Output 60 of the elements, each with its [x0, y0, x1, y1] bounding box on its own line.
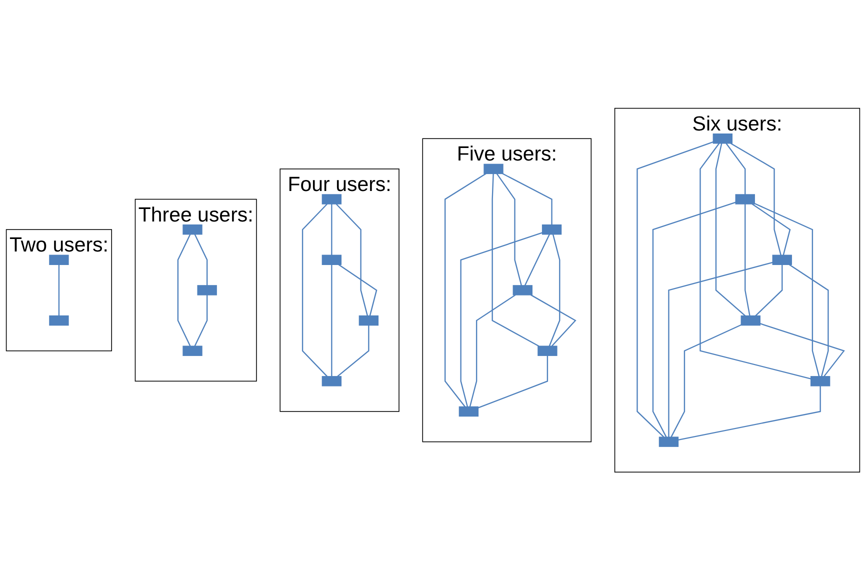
connector — [336, 204, 368, 316]
connector — [670, 324, 742, 438]
connector — [730, 143, 782, 256]
connector — [678, 386, 821, 441]
connector — [502, 173, 552, 226]
node-box — [322, 194, 342, 205]
connector — [469, 294, 516, 408]
node-box — [322, 376, 342, 387]
node-box — [458, 406, 479, 417]
connector — [338, 264, 378, 316]
node-box — [512, 285, 532, 296]
connector — [460, 232, 543, 408]
cluster: Five users: — [422, 138, 592, 442]
cluster: Six users: — [614, 108, 860, 473]
connector — [496, 174, 522, 286]
connector — [700, 143, 812, 380]
node-box — [542, 224, 562, 235]
cluster: Two users: — [6, 229, 112, 352]
node-box — [772, 255, 792, 266]
node-box — [538, 346, 558, 356]
connector — [726, 143, 746, 195]
node-box — [484, 164, 504, 174]
node-box — [740, 316, 760, 326]
node-box — [712, 134, 733, 144]
node-box — [658, 436, 679, 448]
connector — [58, 264, 60, 316]
connector — [444, 173, 486, 408]
node-box — [182, 224, 202, 235]
connector — [302, 204, 328, 378]
connector — [331, 204, 332, 256]
cluster: Four users: — [280, 168, 400, 412]
connector — [194, 234, 208, 286]
connector — [715, 144, 746, 317]
node-box — [322, 255, 342, 266]
connector — [754, 203, 820, 377]
node-box — [197, 285, 217, 296]
connector — [524, 234, 550, 286]
connector — [760, 323, 845, 378]
node-box — [49, 255, 69, 266]
node-box — [182, 346, 202, 356]
connector — [548, 234, 560, 347]
node-box — [810, 376, 830, 387]
node-box — [735, 194, 755, 205]
connector — [652, 202, 736, 438]
connector — [752, 204, 791, 256]
connector — [177, 234, 191, 347]
connector — [744, 204, 750, 316]
connector — [668, 262, 773, 438]
connector — [492, 174, 540, 347]
cluster: Three users: — [134, 199, 257, 382]
connector — [337, 326, 370, 378]
connector — [331, 264, 332, 377]
connector — [530, 294, 576, 347]
connector — [194, 295, 208, 347]
node-box — [358, 316, 379, 326]
connector — [636, 142, 714, 438]
connector — [788, 264, 829, 377]
connector — [755, 264, 783, 317]
node-box — [49, 316, 69, 326]
connector — [478, 356, 548, 409]
